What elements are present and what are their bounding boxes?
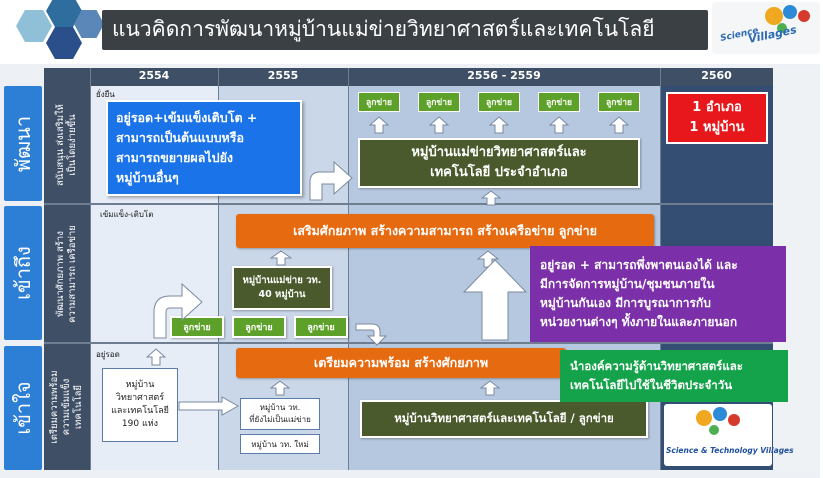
arrow-up-icon	[146, 348, 166, 366]
arrow-up-icon	[369, 116, 389, 134]
row-label-access-text: เข้าถึง	[11, 246, 35, 300]
logo	[712, 2, 820, 54]
hexagon-decoration	[74, 10, 104, 38]
arrow-up-icon	[481, 190, 501, 206]
self-reliance-line: หมู่บ้านกันเอง มีการบูรณาการกับ	[540, 296, 711, 310]
sustainable-goal-line: อยู่รอด+เข้มแข็งเติบโต +	[116, 110, 258, 125]
target-line: 1 หมู่บ้าน	[689, 120, 745, 135]
arrow-up-icon	[489, 116, 509, 134]
existing-village-box: หมู่บ้าน วท. ที่ยังไม่เป็นแม่ข่าย	[240, 398, 320, 430]
apply-knowledge-line: เทคโนโลยีไปใช้ในชีวิตประจำวัน	[570, 378, 733, 392]
column-header-2555: 2555	[267, 69, 299, 82]
stage-label-sustainable: ยั่งยืน	[96, 90, 115, 99]
logo-bottom: Science & Technology Villages	[664, 404, 794, 466]
arrow-up-icon	[609, 116, 629, 134]
child-node: ลูกข่าย	[232, 316, 286, 338]
column-header-bar	[44, 68, 773, 86]
big-arrow-up-icon	[462, 259, 528, 341]
hub-village-district-line: หมู่บ้านแม่ข่ายวิทยาศาสตร์และ	[411, 145, 587, 160]
row-sublabel-develop: สนับสนุน ส่งเสริมให้ เป็นโดยง่ายขึ้น	[44, 86, 90, 203]
sci-tech-village-190-box: หมู่บ้าน วิทยาศาสตร์ และเทคโนโลยี 190 แห…	[102, 368, 178, 442]
prepare-bar: เตรียมความพร้อม สร้างศักยภาพ	[236, 348, 566, 378]
stage-label-survive: อยู่รอด	[96, 350, 120, 359]
row-label-access: เข้าถึง	[4, 206, 42, 340]
sci-tech-child-bar: หมู่บ้านวิทยาศาสตร์และเทคโนโลยี / ลูกข่า…	[360, 400, 648, 438]
apply-knowledge-line: นำองค์ความรู้ด้านวิทยาศาสตร์และ	[570, 359, 743, 373]
column-divider	[348, 68, 349, 470]
row-sublabel-access-text: พัฒนาศักยภาพ สร้าง ความสามารถ เครือข่าย	[55, 224, 78, 323]
row-label-understand: เข้าใจ	[4, 346, 42, 470]
column-header-2556-2559: 2556 - 2559	[467, 69, 541, 82]
self-reliance-box: อยู่รอด + สามารถพึ่งพาตนเองได้ และ มีการ…	[530, 246, 786, 342]
row-sublabel-understand-text: เตรียมความพร้อม ความเข้มแข็ง เทคโนโลยี	[49, 370, 84, 444]
page-title: แนวคิดการพัฒนาหมู่บ้านแม่ข่ายวิทยาศาสตร์…	[112, 17, 655, 41]
row-label-develop-text: พัฒนา	[11, 115, 35, 172]
title-bar	[102, 10, 708, 50]
row-sublabel-access: พัฒนาศักยภาพ สร้าง ความสามารถ เครือข่าย	[44, 205, 90, 342]
row-divider	[44, 203, 773, 205]
arrow-up-icon	[270, 250, 292, 266]
child-node: ลูกข่าย	[598, 92, 640, 112]
new-village-box: หมู่บ้าน วท. ใหม่	[240, 434, 320, 454]
curved-arrow	[153, 282, 203, 339]
apply-knowledge-box: นำองค์ความรู้ด้านวิทยาศาสตร์และ เทคโนโลย…	[560, 350, 788, 402]
row-divider	[44, 342, 773, 344]
row-sublabel-understand: เตรียมความพร้อม ความเข้มแข็ง เทคโนโลยี	[44, 344, 90, 470]
sci-tech-village-190-line: 190 แห่ง	[121, 419, 159, 429]
sustainable-goal-line: สามารถเป็นต้นแบบหรือ	[116, 130, 244, 145]
hub-village-district-line: เทคโนโลยี ประจำอำเภอ	[430, 165, 568, 180]
hub-village-40-line: 40 หมู่บ้าน	[258, 289, 306, 300]
arrow-up-icon	[270, 380, 290, 396]
row-sublabel-develop-text: สนับสนุน ส่งเสริมให้ เป็นโดยง่ายขึ้น	[55, 103, 78, 186]
hub-village-district-box: หมู่บ้านแม่ข่ายวิทยาศาสตร์และ เทคโนโลยี …	[358, 138, 640, 188]
logo-bottom-graphic	[696, 407, 740, 435]
row-label-understand-text: เข้าใจ	[11, 381, 35, 435]
arrow-up-icon	[429, 116, 449, 134]
row-label-develop: พัฒนา	[4, 86, 42, 201]
sustainable-goal-line: สามารถขยายผลไปยัง	[116, 150, 234, 165]
strengthen-network-bar: เสริมศักยภาพ สร้างความสามารถ สร้างเครือข…	[236, 214, 654, 248]
target-box: 1 อำเภอ 1 หมู่บ้าน	[666, 92, 768, 144]
self-reliance-line: อยู่รอด + สามารถพึ่งพาตนเองได้ และ	[540, 258, 738, 272]
logo-graphic	[765, 5, 810, 33]
sci-tech-village-190-line: และเทคโนโลยี	[111, 406, 169, 416]
existing-village-line: ที่ยังไม่เป็นแม่ข่าย	[249, 415, 311, 424]
sci-tech-village-190-line: วิทยาศาสตร์	[115, 393, 165, 403]
target-line: 1 อำเภอ	[692, 100, 742, 115]
column-divider	[90, 68, 91, 470]
child-node: ลูกข่าย	[294, 316, 348, 338]
hub-village-40-line: หมู่บ้านแม่ข่าย วท.	[242, 275, 322, 286]
child-node: ลูกข่าย	[418, 92, 460, 112]
column-header-2560: 2560	[701, 69, 732, 82]
child-node: ลูกข่าย	[538, 92, 580, 112]
arrow-up-icon	[549, 116, 569, 134]
sustainable-goal-box: อยู่รอด+เข้มแข็งเติบโต + สามารถเป็นต้นแบ…	[106, 100, 302, 196]
child-node: ลูกข่าย	[478, 92, 520, 112]
curved-arrow-down-icon	[355, 323, 388, 346]
self-reliance-line: หน่วยงานต่างๆ ทั้งภายในและภายนอก	[540, 315, 738, 329]
hub-village-40-box: หมู่บ้านแม่ข่าย วท. 40 หมู่บ้าน	[232, 266, 332, 310]
child-node: ลูกข่าย	[358, 92, 400, 112]
logo-caption: Science & Technology Villages	[666, 446, 794, 455]
child-node: ลูกข่าย	[170, 316, 224, 338]
column-header-2554: 2554	[138, 69, 170, 82]
self-reliance-line: มีการจัดการหมู่บ้าน/ชุมชนภายใน	[540, 277, 715, 291]
curved-arrow	[309, 160, 353, 201]
sustainable-goal-line: หมู่บ้านอื่นๆ	[116, 170, 179, 185]
existing-village-line: หมู่บ้าน วท.	[259, 403, 301, 412]
stage-label-strong: เข้มแข็ง-เติบโต	[100, 210, 154, 219]
sci-tech-village-190-line: หมู่บ้าน	[125, 380, 155, 390]
arrow-up-icon	[480, 380, 500, 396]
column-divider	[218, 68, 219, 470]
arrow-right-icon	[178, 396, 240, 416]
